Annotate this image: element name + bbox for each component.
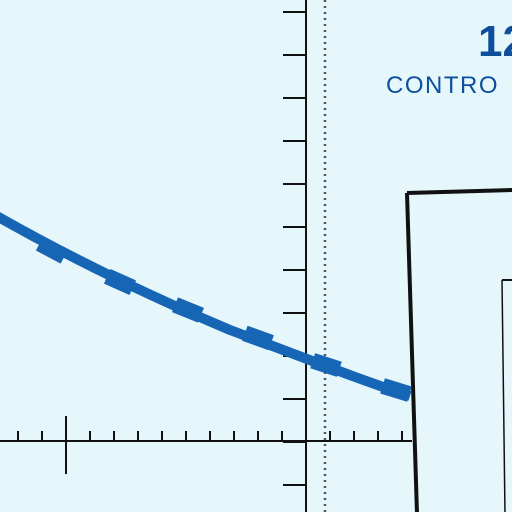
map-label-word: CONTRO <box>386 72 499 99</box>
horizontal-axis-ticks <box>17 431 403 441</box>
route-marker <box>35 236 69 264</box>
route-markers <box>35 236 412 402</box>
route-line <box>0 212 412 402</box>
route-marker <box>380 378 412 402</box>
map-label-number: 12 <box>478 17 512 66</box>
route-marker <box>103 268 137 296</box>
horizontal-axis-line <box>0 416 412 474</box>
route-marker <box>242 325 274 351</box>
route-marker <box>310 353 342 377</box>
boundary-box <box>405 188 512 512</box>
route-marker <box>172 297 204 323</box>
